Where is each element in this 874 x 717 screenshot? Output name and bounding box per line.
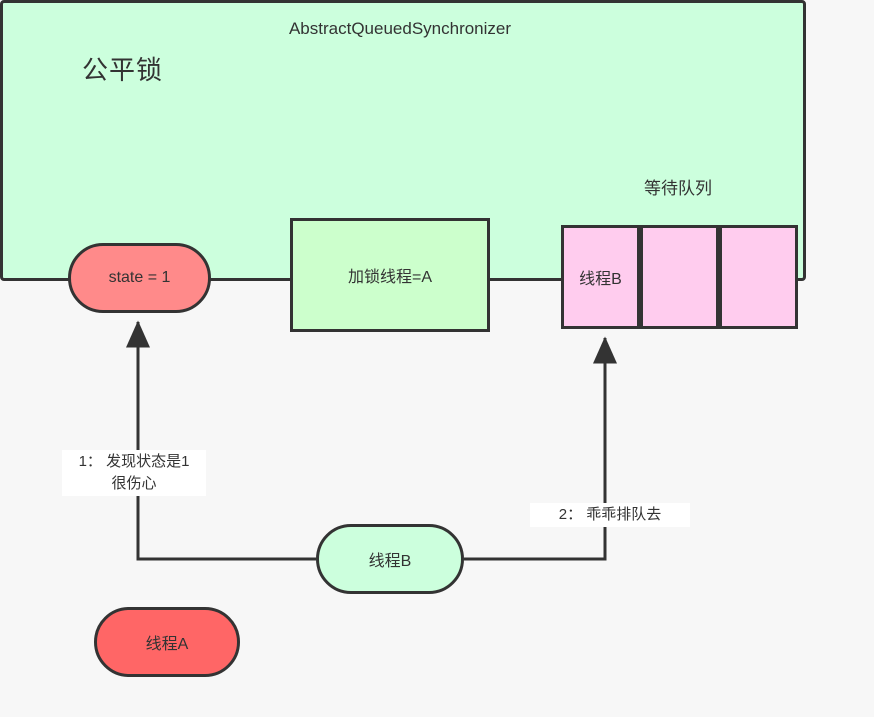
edge-label-step-2: 2： 乖乖排队去 <box>530 503 690 527</box>
edge-label-step-1: 1： 发现状态是1 很伤心 <box>62 450 206 496</box>
page-title: 公平锁 <box>82 54 164 85</box>
edge-thread-b-to-state-path <box>126 320 316 561</box>
waiting-queue-title: 等待队列 <box>644 178 712 198</box>
thread-b-node: 线程B <box>316 524 464 594</box>
thread-a-node: 线程A <box>94 607 240 677</box>
aqs-title: AbstractQueuedSynchronizer <box>288 19 512 38</box>
state-node: state = 1 <box>68 243 211 313</box>
lock-thread-node: 加锁线程=A <box>290 218 490 332</box>
queue-cell <box>640 225 719 329</box>
queue-cell <box>719 225 798 329</box>
queue-cell: 线程B <box>561 225 640 329</box>
